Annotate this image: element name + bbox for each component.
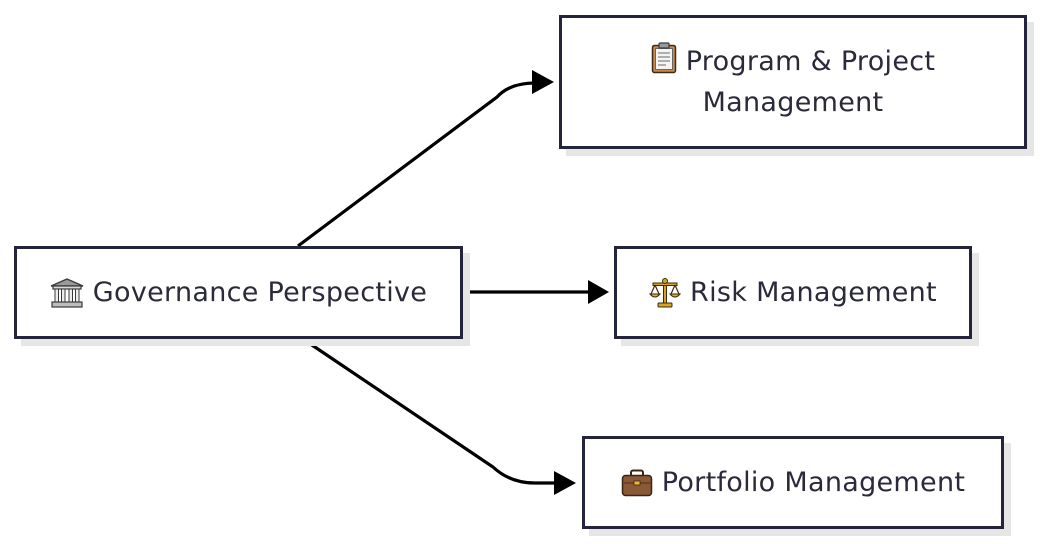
scales-icon — [649, 277, 682, 308]
arrowhead-program — [532, 70, 554, 94]
node-governance-perspective[interactable]: Governance Perspective — [14, 246, 463, 339]
node-program-project-management[interactable]: Program & Project Management — [559, 15, 1027, 149]
arrowhead-risk — [588, 280, 609, 304]
edge-governance-to-portfolio — [302, 337, 556, 485]
node-portfolio-label: Portfolio Management — [661, 467, 966, 498]
node-portfolio-management[interactable]: Portfolio Management — [582, 436, 1004, 529]
node-risk-label: Risk Management — [690, 277, 937, 308]
node-governance-label: Governance Perspective — [92, 277, 428, 308]
edge-governance-to-program — [297, 81, 536, 248]
arrowhead-portfolio — [554, 471, 576, 495]
node-program-label-line1: Program & Project — [685, 46, 936, 77]
clipboard-icon — [651, 42, 677, 74]
node-risk-management[interactable]: Risk Management — [614, 246, 972, 339]
bank-icon — [50, 277, 84, 308]
node-program-label-line2: Management — [702, 87, 884, 118]
briefcase-icon — [621, 469, 653, 497]
